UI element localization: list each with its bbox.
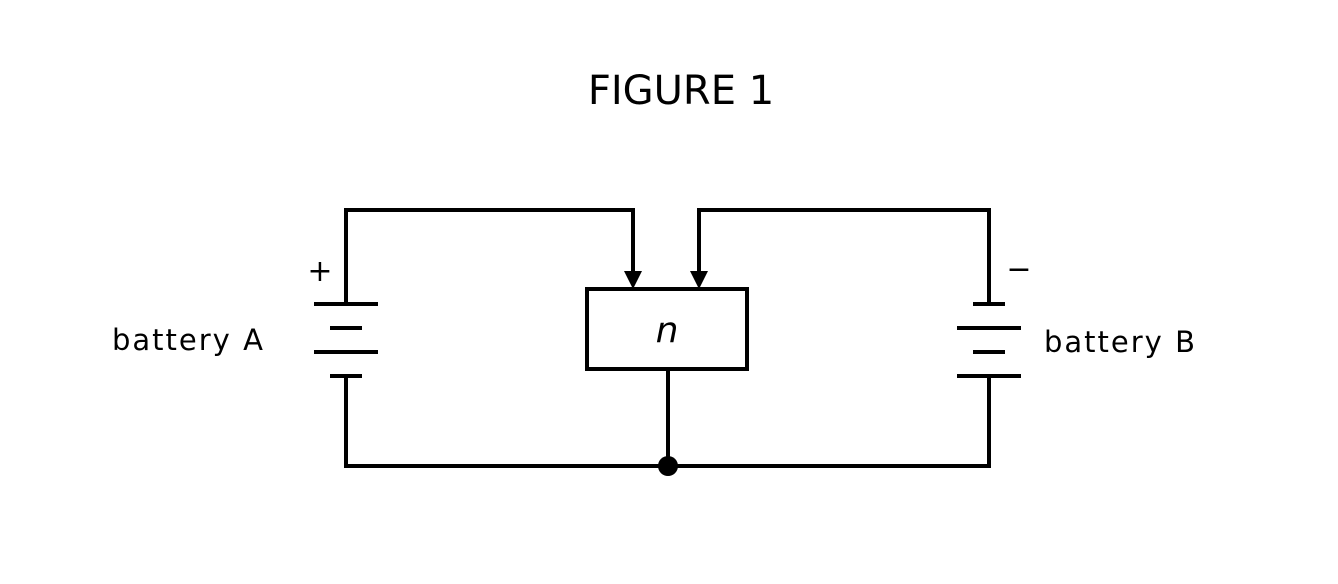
device-box: n (585, 287, 749, 371)
battery-b-label: battery B (1044, 325, 1197, 359)
figure-title: FIGURE 1 (588, 68, 774, 114)
battery-b-minus-sign: − (1006, 252, 1031, 287)
wire-battery-b-bottom (666, 374, 991, 468)
battery-a-plus-sign: + (307, 254, 332, 289)
wire-battery-a-bottom (344, 374, 670, 468)
arrow-head-left (624, 271, 642, 289)
device-label: n (656, 310, 679, 351)
battery-b-symbol (957, 302, 1021, 378)
battery-a-label: battery A (112, 323, 265, 357)
junction-node (658, 456, 678, 476)
wire-battery-a-top (344, 208, 635, 306)
battery-a-symbol (314, 302, 378, 378)
arrow-head-right (690, 271, 708, 289)
wire-battery-b-top (697, 208, 991, 306)
